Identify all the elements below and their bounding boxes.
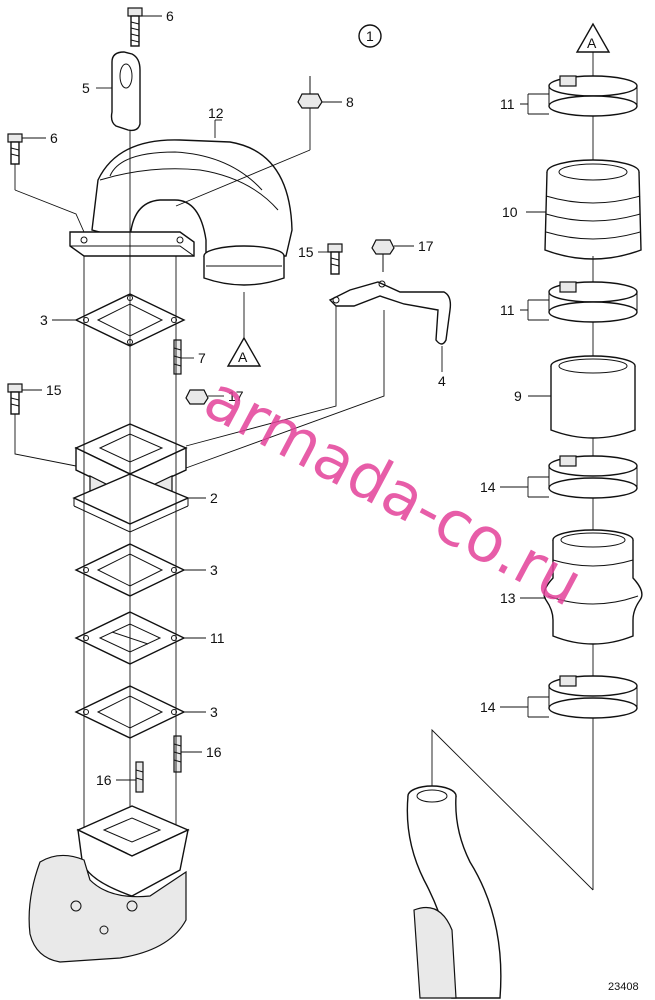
nut-8 [297, 76, 323, 109]
bolt-6-top [127, 7, 143, 47]
callout-16-left: 16 [96, 772, 112, 788]
callout-17-mid: 17 [228, 388, 244, 404]
callout-17-bracket: 17 [418, 238, 434, 254]
callout-6-top: 6 [166, 8, 174, 24]
reference-a-label-top: A [587, 35, 597, 51]
bolt-15-left [7, 383, 23, 415]
lifting-eye-5 [110, 51, 141, 132]
view-number: 1 [366, 28, 374, 44]
callout-13: 13 [500, 590, 516, 606]
callout-15-left: 15 [46, 382, 62, 398]
bolt-15-bracket [327, 243, 343, 275]
bracket-4 [328, 280, 452, 345]
hose-10 [544, 159, 642, 260]
callout-4: 4 [438, 373, 446, 389]
clamp-14-top [548, 455, 638, 499]
exhaust-elbow-12 [69, 139, 293, 286]
callout-8: 8 [346, 94, 354, 110]
clamp-11-middle [548, 281, 638, 323]
callout-10: 10 [502, 204, 518, 220]
clamp-11-top [548, 75, 638, 117]
stud-7 [173, 339, 182, 375]
callout-14-top: 14 [480, 479, 496, 495]
callout-9: 9 [514, 388, 522, 404]
riser-block-2 [72, 423, 190, 533]
callout-12: 12 [208, 105, 224, 121]
drawing-number: 23408 [608, 981, 639, 993]
callout-11-gasket: 11 [210, 630, 225, 646]
callout-3-middle: 3 [210, 562, 218, 578]
nut-17-mid [185, 389, 209, 405]
callout-5: 5 [82, 80, 90, 96]
bolt-6-left [7, 133, 23, 165]
callout-2: 2 [210, 490, 218, 506]
watermark: armada-co.ru [193, 361, 595, 621]
pipe-9 [550, 355, 636, 439]
callout-3-top: 3 [40, 312, 48, 328]
callout-11-middle: 11 [500, 302, 515, 318]
reference-a-marker-left [226, 336, 262, 367]
stud-16-left [135, 761, 144, 793]
reference-a-label-left: A [238, 349, 248, 365]
view-number-badge: 1 [358, 24, 382, 48]
exhaust-bend [406, 785, 502, 999]
clamp-14-bottom [548, 675, 638, 719]
callout-7: 7 [198, 350, 206, 366]
callout-14-bottom: 14 [480, 699, 496, 715]
callout-11-top: 11 [500, 96, 515, 112]
callout-16-right: 16 [206, 744, 222, 760]
stud-16-right [173, 735, 182, 773]
callout-15-bracket: 15 [298, 244, 314, 260]
callout-6-left: 6 [50, 130, 58, 146]
nut-17-bracket [371, 239, 395, 272]
callout-3-bottom: 3 [210, 704, 218, 720]
exhaust-manifold [28, 805, 190, 963]
